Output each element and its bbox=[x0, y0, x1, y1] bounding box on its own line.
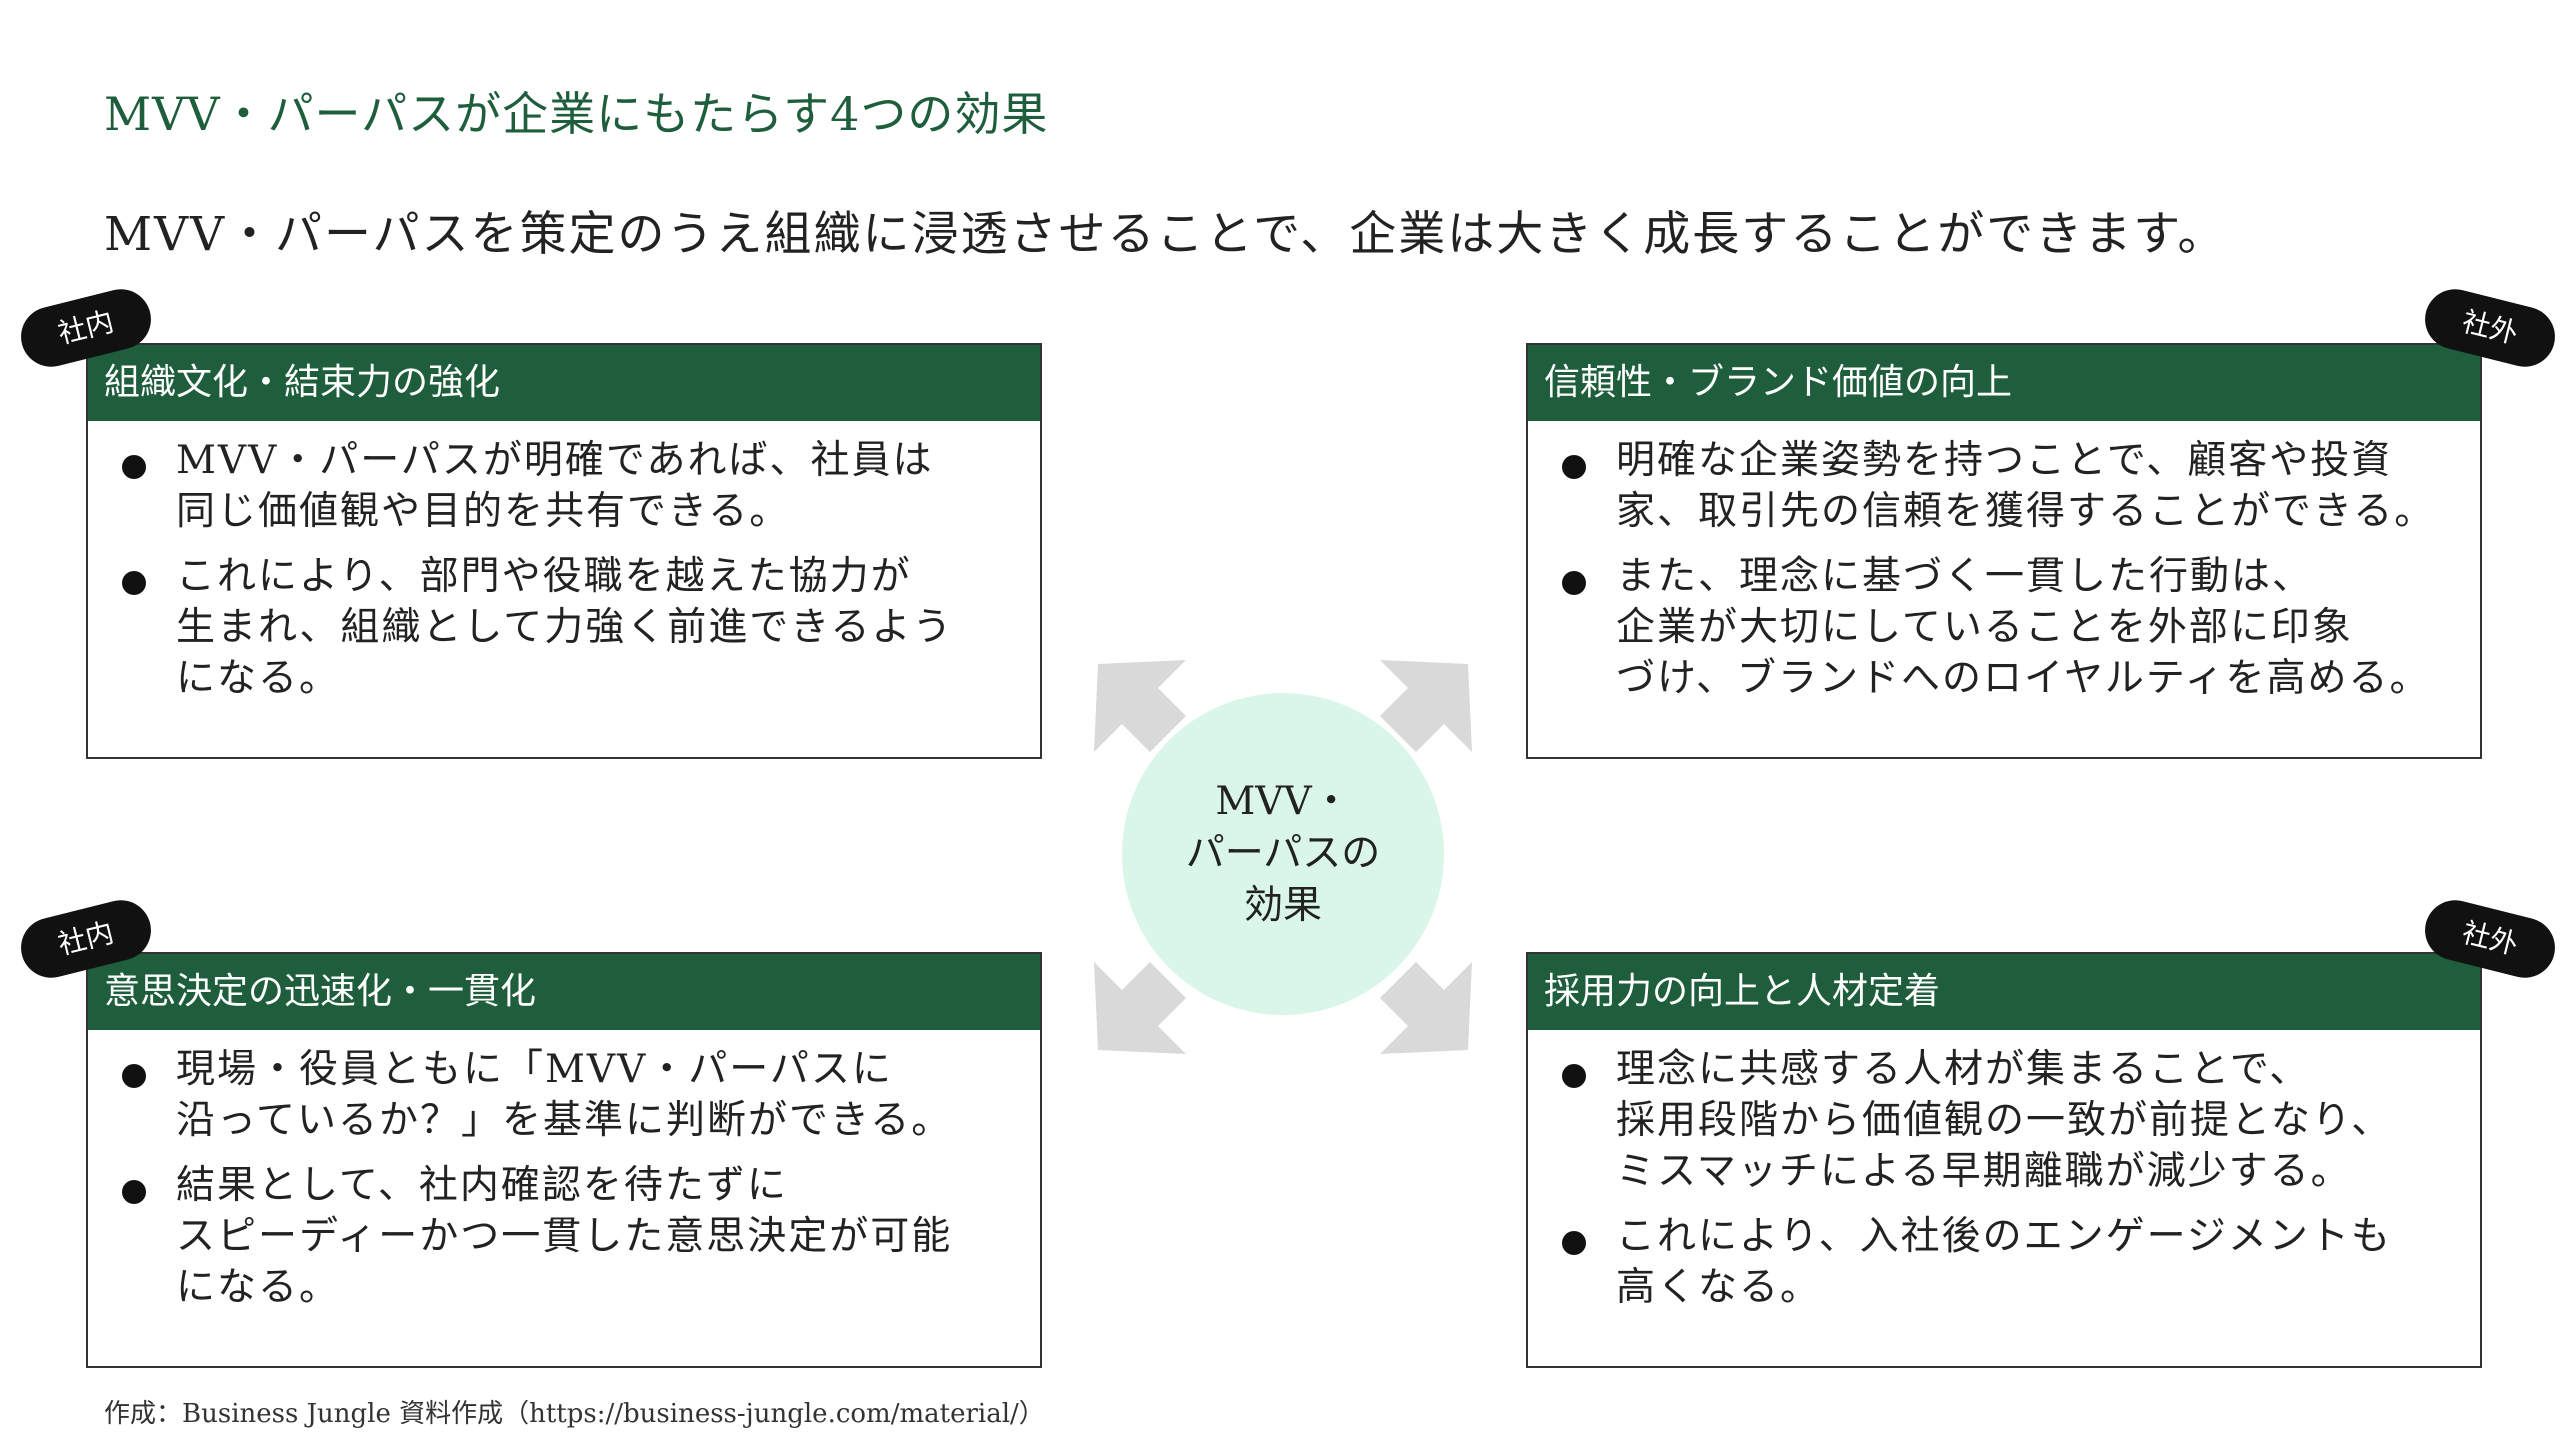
card-brand-value: 信頼性・ブランド価値の向上 明確な企業姿勢を持つことで、顧客や投資 家、取引先の… bbox=[1526, 343, 2482, 759]
bullet-dot-icon bbox=[122, 571, 146, 595]
card-heading: 採用力の向上と人材定着 bbox=[1528, 954, 2480, 1030]
bullet-text: これにより、部門や役職を越えた協力が 生まれ、組織として力強く前進できるよう に… bbox=[176, 554, 954, 701]
bullet-text: 理念に共感する人材が集まることで、 採用段階から価値観の一致が前提となり、 ミス… bbox=[1616, 1047, 2393, 1194]
card-heading: 組織文化・結束力の強化 bbox=[88, 345, 1040, 421]
bullet-item: MVV・パーパスが明確であれば、社員は 同じ価値観や目的を共有できる。 bbox=[118, 435, 1010, 537]
source-credit: 作成：Business Jungle 資料作成（https://business… bbox=[104, 1399, 1045, 1429]
bullet-item: 現場・役員ともに「MVV・パーパスに 沿っているか？」を基準に判断ができる。 bbox=[118, 1044, 1010, 1146]
arrow-up-left-icon bbox=[1094, 660, 1186, 752]
bullet-dot-icon bbox=[122, 1064, 146, 1088]
bullet-item: これにより、入社後のエンゲージメントも 高くなる。 bbox=[1558, 1211, 2450, 1313]
card-org-culture: 組織文化・結束力の強化 MVV・パーパスが明確であれば、社員は 同じ価値観や目的… bbox=[86, 343, 1042, 759]
card-decision-making: 意思決定の迅速化・一貫化 現場・役員ともに「MVV・パーパスに 沿っているか？」… bbox=[86, 952, 1042, 1368]
page-lead: MVV・パーパスを策定のうえ組織に浸透させることで、企業は大きく成長することがで… bbox=[104, 207, 2227, 262]
center-circle: MVV・ パーパスの 効果 bbox=[1122, 693, 1444, 1015]
bullet-dot-icon bbox=[122, 1180, 146, 1204]
card-heading: 意思決定の迅速化・一貫化 bbox=[88, 954, 1040, 1030]
bullet-dot-icon bbox=[1562, 455, 1586, 479]
bullet-text: また、理念に基づく一貫した行動は、 企業が大切にしていることを外部に印象 づけ、… bbox=[1616, 554, 2431, 701]
bullet-text: MVV・パーパスが明確であれば、社員は 同じ価値観や目的を共有できる。 bbox=[176, 438, 934, 534]
bullet-item: また、理念に基づく一貫した行動は、 企業が大切にしていることを外部に印象 づけ、… bbox=[1558, 551, 2450, 704]
bullet-item: これにより、部門や役職を越えた協力が 生まれ、組織として力強く前進できるよう に… bbox=[118, 551, 1010, 704]
bullet-text: 現場・役員ともに「MVV・パーパスに 沿っているか？」を基準に判断ができる。 bbox=[176, 1047, 953, 1143]
arrow-down-left-icon bbox=[1094, 962, 1186, 1054]
bullet-text: これにより、入社後のエンゲージメントも 高くなる。 bbox=[1616, 1214, 2392, 1310]
bullet-dot-icon bbox=[122, 455, 146, 479]
page-title: MVV・パーパスが企業にもたらす4つの効果 bbox=[104, 87, 1049, 141]
arrow-down-right-icon bbox=[1380, 962, 1472, 1054]
bullet-dot-icon bbox=[1562, 1231, 1586, 1255]
bullet-item: 明確な企業姿勢を持つことで、顧客や投資 家、取引先の信頼を獲得することができる。 bbox=[1558, 435, 2450, 537]
bullet-item: 理念に共感する人材が集まることで、 採用段階から価値観の一致が前提となり、 ミス… bbox=[1558, 1044, 2450, 1197]
center-label: MVV・ パーパスの 効果 bbox=[1185, 779, 1381, 928]
card-heading: 信頼性・ブランド価値の向上 bbox=[1528, 345, 2480, 421]
bullet-item: 結果として、社内確認を待たずに スピーディーかつ一貫した意思決定が可能 になる。 bbox=[118, 1160, 1010, 1313]
card-recruiting: 採用力の向上と人材定着 理念に共感する人材が集まることで、 採用段階から価値観の… bbox=[1526, 952, 2482, 1368]
bullet-dot-icon bbox=[1562, 1064, 1586, 1088]
bullet-text: 明確な企業姿勢を持つことで、顧客や投資 家、取引先の信頼を獲得することができる。 bbox=[1616, 438, 2436, 534]
arrow-up-right-icon bbox=[1380, 660, 1472, 752]
bullet-dot-icon bbox=[1562, 571, 1586, 595]
bullet-text: 結果として、社内確認を待たずに スピーディーかつ一貫した意思決定が可能 になる。 bbox=[176, 1163, 953, 1310]
